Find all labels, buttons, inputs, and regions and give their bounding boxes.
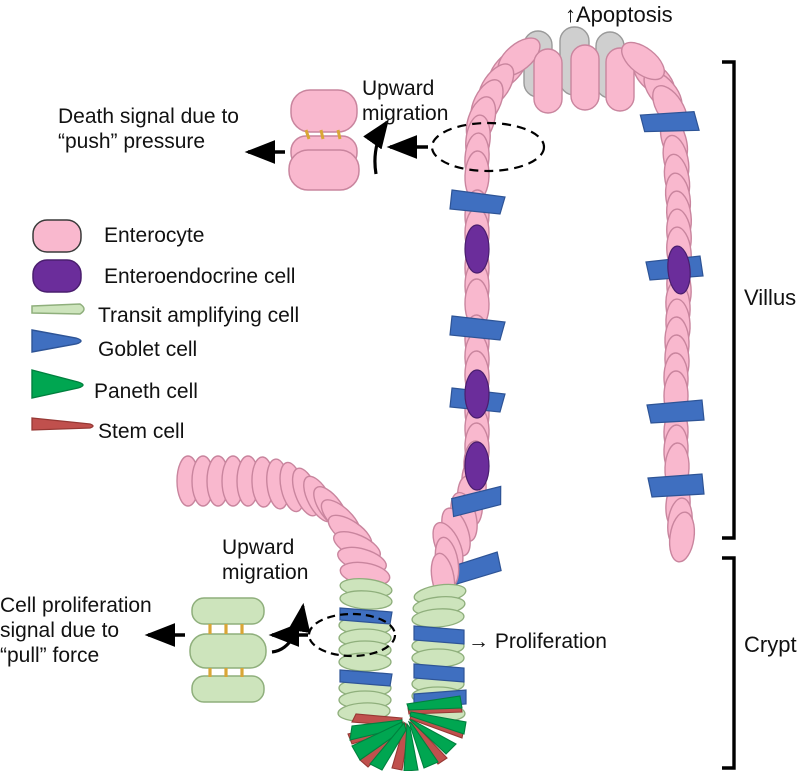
pull-force-inset: [189, 597, 267, 703]
crypt-left-wall: [337, 577, 393, 722]
legend-swatch-stem: [31, 417, 94, 431]
left-villus-branch: [176, 455, 391, 587]
push-pressure-inset: [288, 89, 360, 191]
tight-junctions: [208, 624, 244, 677]
region-brackets: [722, 60, 736, 770]
death-signal-label: Death signal due to “push” pressure: [58, 105, 239, 153]
villus-highlight-ellipse: [430, 121, 546, 173]
legend-swatch-enterocyte: [32, 219, 82, 253]
legend-swatch-goblet: [31, 329, 82, 353]
upward-migration-top-label: Upward migration: [362, 77, 449, 125]
annotation-arrows: [144, 119, 428, 654]
legend-label-enteroendocrine: Enteroendocrine cell: [104, 265, 296, 288]
legend-label-enterocyte: Enterocyte: [104, 224, 205, 247]
crypt-bracket-label: Crypt: [744, 632, 797, 657]
tight-junctions: [304, 129, 342, 140]
proliferation-signal-label: Cell proliferation signal due to “pull” …: [0, 594, 152, 667]
legend-label-paneth: Paneth cell: [94, 380, 198, 403]
paneth-cells: [349, 695, 467, 771]
legend-label-transit-amplifying: Transit amplifying cell: [98, 304, 300, 327]
legend-swatch-paneth: [31, 369, 84, 399]
legend-swatch-transit-amplifying: [31, 303, 85, 315]
legend-swatches: [31, 219, 94, 431]
crypt-right-wall: [411, 536, 467, 722]
crypt-base-niche: [347, 695, 467, 771]
right-villus-column: [632, 57, 705, 563]
legend-swatch-enteroendocrine: [32, 259, 82, 293]
villus-tip: [465, 26, 665, 146]
crypt-highlight-ellipse: [307, 612, 397, 658]
left-villus-column: [432, 114, 506, 586]
villus-bracket-label: Villus: [744, 285, 797, 310]
apoptosis-label: ↑Apoptosis: [565, 2, 673, 27]
legend-label-goblet: Goblet cell: [98, 338, 198, 361]
legend-label-stem: Stem cell: [98, 420, 185, 443]
upward-migration-bottom-label: Upward migration: [222, 536, 309, 584]
proliferation-label: → Proliferation: [468, 630, 607, 653]
